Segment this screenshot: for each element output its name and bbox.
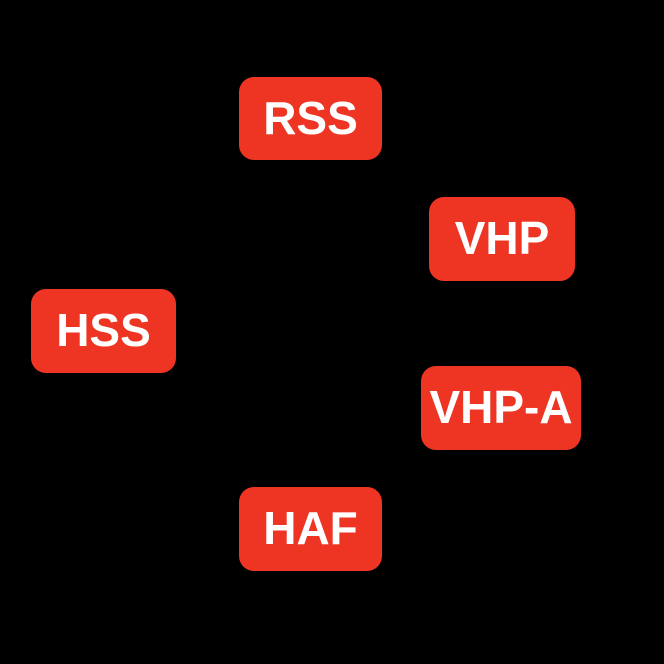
node-haf-label: HAF — [263, 502, 358, 554]
node-rss-label: RSS — [263, 91, 358, 144]
node-vhp[interactable]: VHP — [429, 197, 575, 281]
node-vhp-a[interactable]: VHP-A — [421, 366, 581, 450]
node-rss[interactable]: RSS — [239, 77, 382, 160]
node-vhp-a-label: VHP-A — [429, 381, 573, 433]
node-haf[interactable]: HAF — [239, 487, 382, 571]
node-vhp-label: VHP — [454, 212, 550, 264]
node-hss[interactable]: HSS — [31, 289, 176, 373]
node-hss-label: HSS — [56, 304, 151, 356]
